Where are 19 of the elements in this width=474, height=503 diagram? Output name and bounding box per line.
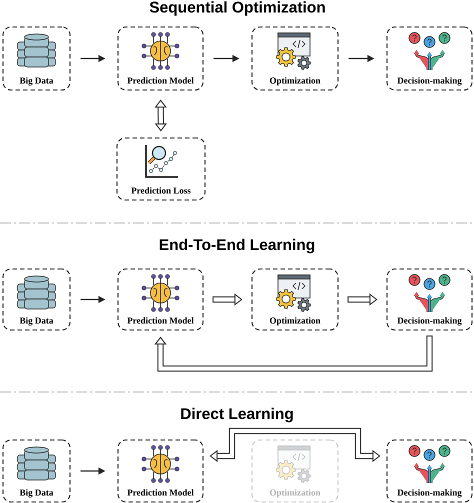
step-box: Big Data — [2, 439, 71, 503]
step-box: Prediction Model — [117, 268, 204, 331]
hollow-double-arrow — [210, 428, 380, 462]
step-box: Optimization — [251, 268, 339, 331]
step-box: Decision-making — [386, 268, 473, 331]
step-box: Big Data — [2, 268, 71, 331]
step-box: Prediction Loss — [116, 137, 206, 201]
section-title: End-To-End Learning — [160, 238, 314, 254]
step-box: Optimization — [251, 439, 339, 503]
step-box: Prediction Model — [117, 439, 204, 503]
step-box: Prediction Model — [117, 26, 204, 91]
step-box: Big Data — [2, 26, 71, 91]
step-box: Decision-making — [386, 439, 473, 503]
section-title: Direct Learning — [181, 408, 293, 422]
hollow-arrow — [154, 336, 433, 372]
step-box: Optimization — [251, 26, 339, 91]
section-title: Sequential Optimization — [150, 1, 325, 16]
step-box: Decision-making — [386, 26, 473, 91]
hollow-double-arrow — [154, 100, 167, 132]
